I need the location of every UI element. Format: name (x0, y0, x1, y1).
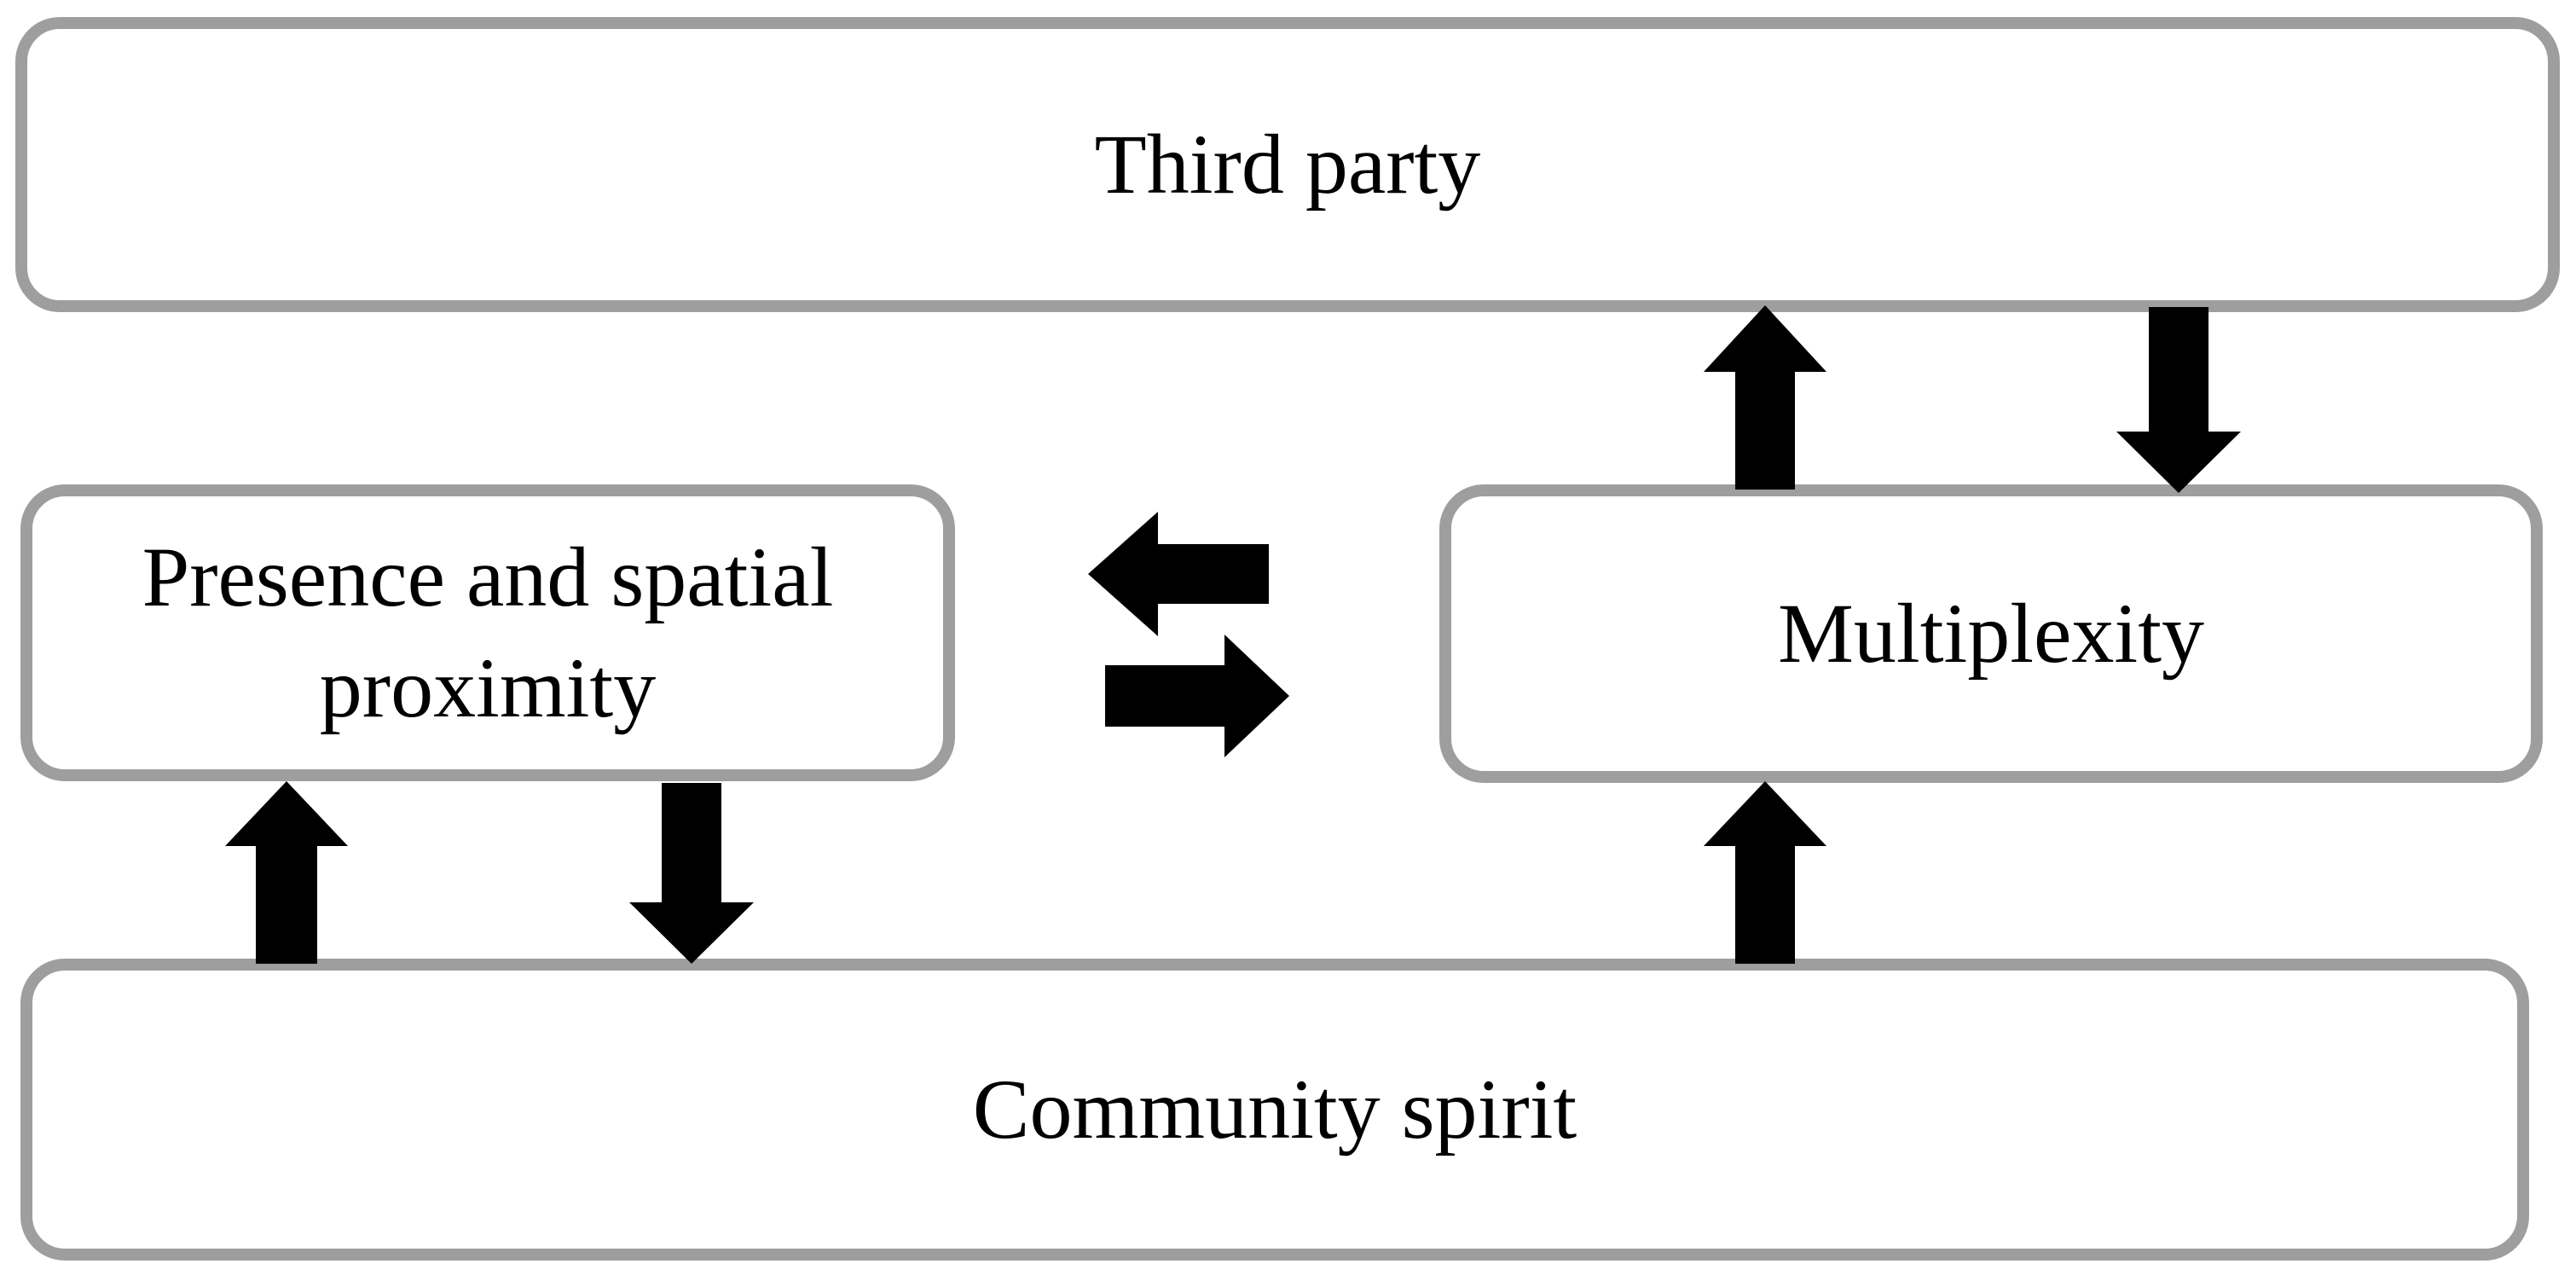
presence-label-line1: Presence and spatial (142, 530, 834, 624)
multiplexity-label: Multiplexity (1778, 586, 2204, 681)
community-spirit-node: Community spirit (20, 959, 2529, 1261)
presence-label: Presence and spatial proximity (108, 522, 868, 744)
third-party-label: Third party (1094, 117, 1481, 212)
arrow-left-icon (1088, 512, 1269, 636)
arrow-up-icon (225, 781, 348, 964)
arrow-right-icon (1105, 635, 1289, 757)
third-party-node: Third party (15, 17, 2560, 312)
arrow-up-icon (1704, 305, 1826, 490)
arrow-up-icon (1704, 781, 1826, 964)
presence-node: Presence and spatial proximity (20, 484, 955, 781)
presence-label-line2: proximity (319, 640, 657, 735)
community-spirit-label: Community spirit (972, 1062, 1577, 1156)
arrow-down-icon (2116, 307, 2241, 493)
multiplexity-node: Multiplexity (1439, 484, 2543, 783)
arrow-down-icon (629, 783, 754, 964)
